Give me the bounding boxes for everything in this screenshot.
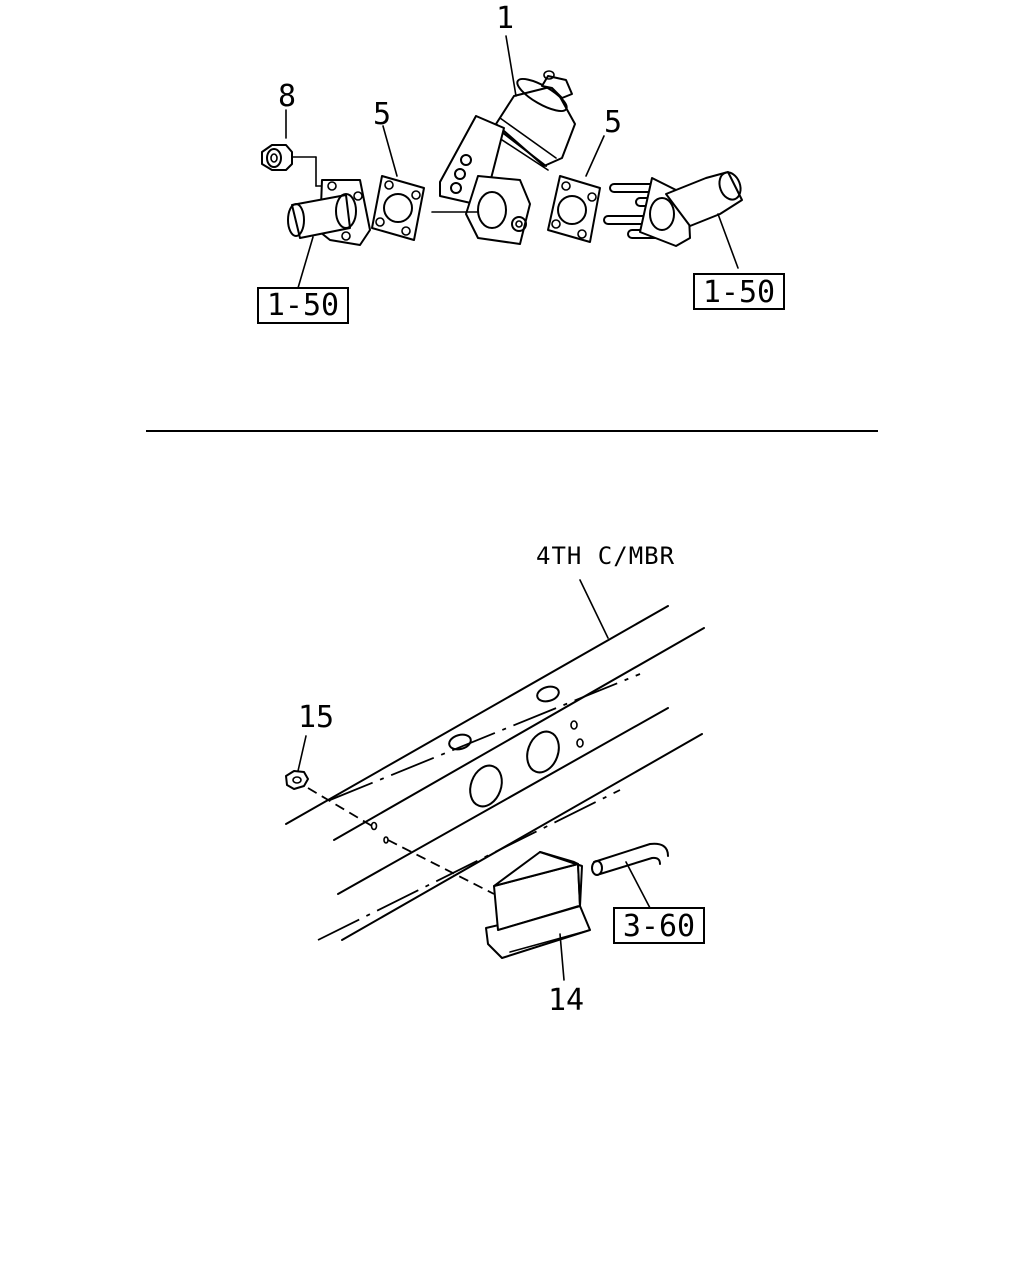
callout-8: 8 <box>278 79 296 114</box>
callout-14: 14 <box>548 983 584 1018</box>
left-pipe-flange <box>287 179 371 289</box>
callout-5-right: 5 <box>604 105 622 140</box>
reference-left-text: 1-50 <box>267 288 339 323</box>
relay-unit-14 <box>485 851 591 981</box>
right-pipe-flange <box>639 171 743 269</box>
hose <box>591 842 669 909</box>
reference-hose-text: 3-60 <box>623 909 695 944</box>
reference-box-left: 1-50 <box>257 287 349 324</box>
exhaust-brake-valve <box>431 35 576 245</box>
lower-diagram: 4TH C/MBR 15 14 3-60 <box>285 542 705 1018</box>
nut-15 <box>285 735 495 895</box>
member-label: 4TH C/MBR <box>536 542 675 570</box>
callout-5-left: 5 <box>373 97 391 132</box>
reference-box-right: 1-50 <box>693 273 785 310</box>
reference-right-text: 1-50 <box>703 275 775 310</box>
gasket-5-right <box>547 135 605 243</box>
nut-8 <box>261 109 331 187</box>
upper-diagram: 1 8 5 5 1-50 1-50 <box>257 1 785 324</box>
callout-1: 1 <box>496 1 514 36</box>
cross-member <box>285 579 705 941</box>
gasket-5-left <box>371 125 425 241</box>
callout-15: 15 <box>298 700 334 735</box>
reference-box-hose: 3-60 <box>613 907 705 944</box>
